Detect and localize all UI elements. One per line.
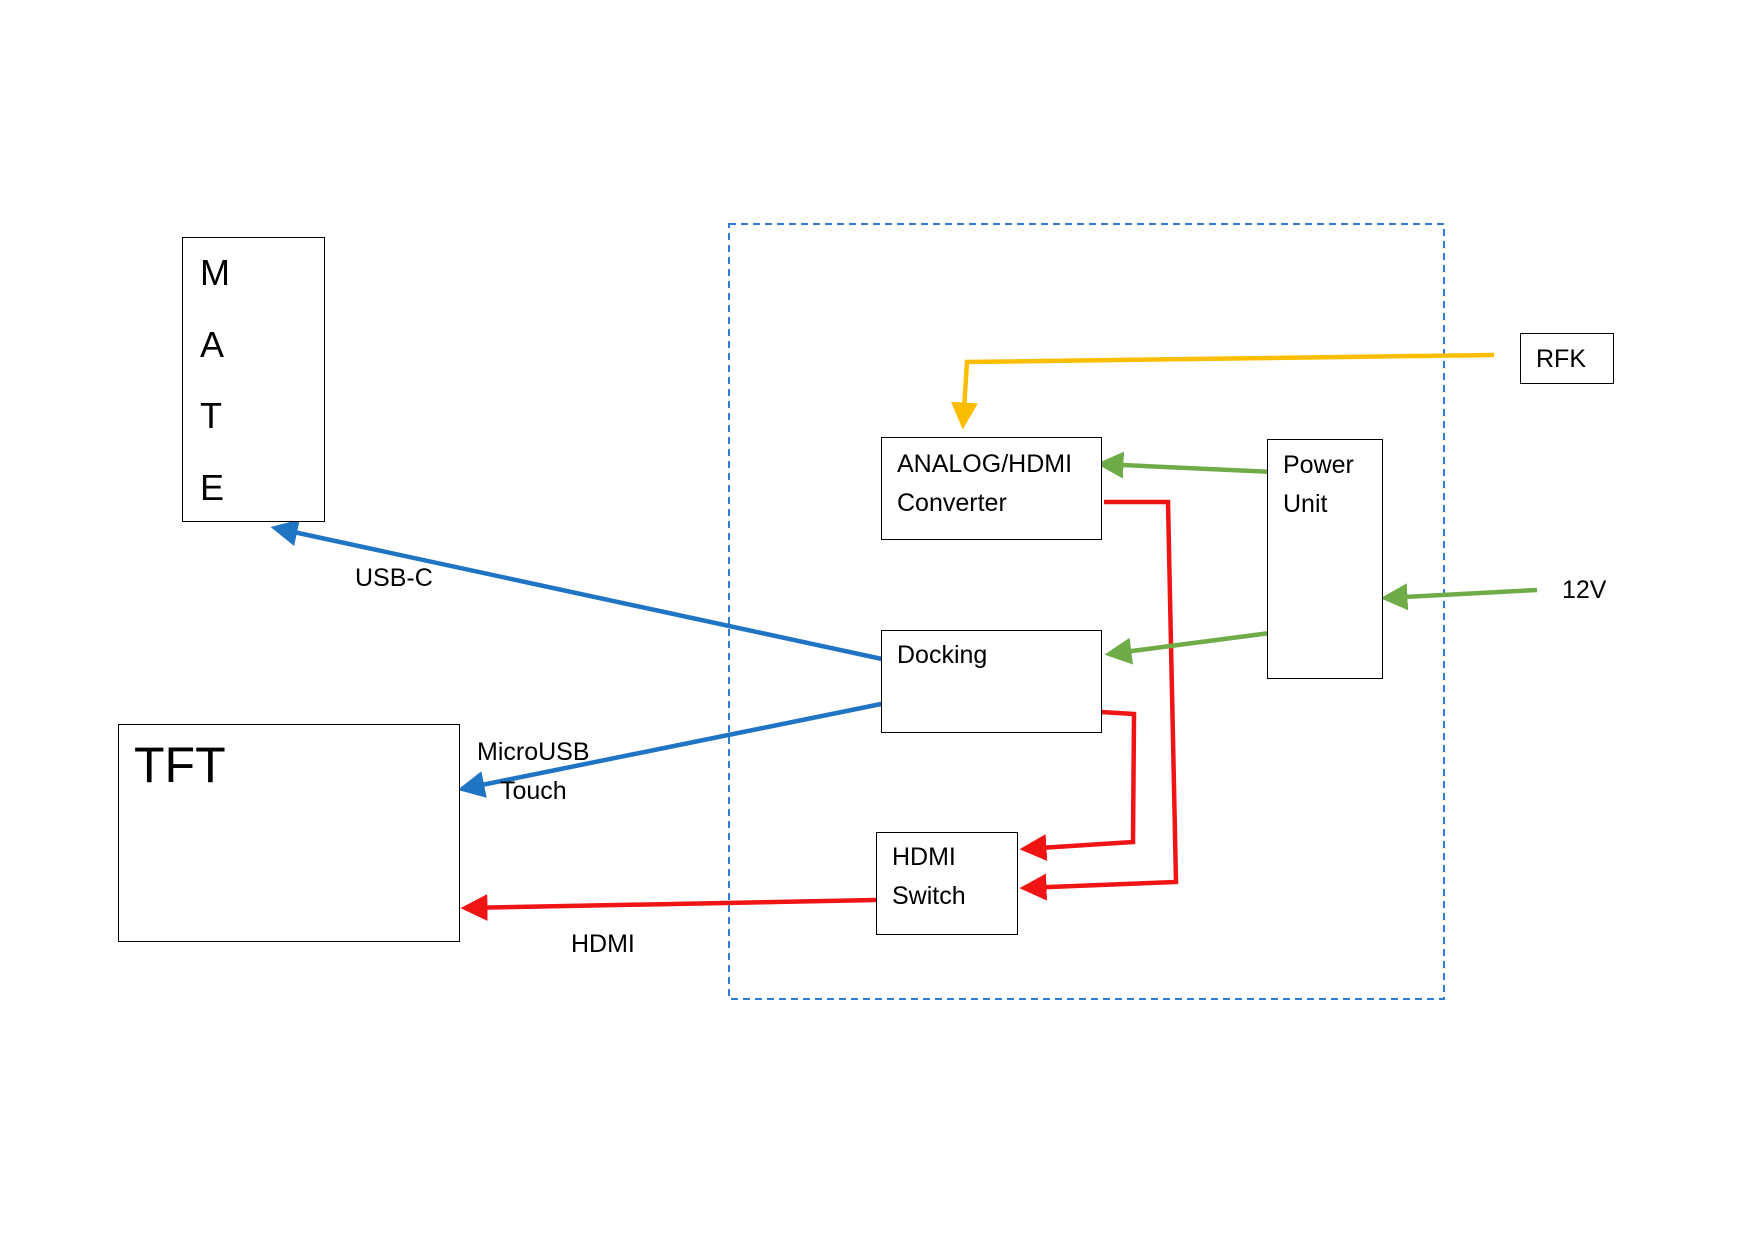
converter-label-line2: Converter: [897, 489, 1007, 517]
enclosure-boundary: [728, 223, 1445, 1000]
docking-station: Docking: [881, 630, 1102, 733]
power-to-docking-connection: [1104, 630, 1271, 665]
converter-label-line1: ANALOG/HDMI: [897, 450, 1073, 478]
micro-usb-touch-connection: [457, 700, 887, 798]
mate-letter-t: T: [200, 395, 222, 436]
power-to-converter-connection: [1096, 451, 1274, 479]
converter-to-hdmi-switch-connection: [1019, 499, 1179, 901]
usb-c-connection: [270, 519, 883, 662]
touch-label: Touch: [500, 777, 567, 805]
usb-c-label: USB-C: [355, 564, 433, 592]
rfk-device: RFK: [1520, 333, 1614, 384]
mate-letter-e: E: [200, 467, 225, 508]
docking-to-hdmi-switch-connection: [1019, 709, 1137, 862]
hdmi-switch: HDMI Switch: [876, 832, 1018, 935]
mate-device: M A T E: [182, 237, 325, 522]
docking-label: Docking: [897, 641, 988, 669]
tft-display: TFT: [118, 724, 460, 942]
power-unit-label-line1: Power: [1283, 451, 1354, 479]
hdmi-switch-to-tft-connection: [460, 894, 877, 922]
rfk-label: RFK: [1536, 345, 1586, 373]
12v-input-connection: [1380, 583, 1538, 611]
12v-label: 12V: [1562, 576, 1607, 604]
hdmi-switch-label-line1: HDMI: [892, 843, 956, 871]
analog-hdmi-converter: ANALOG/HDMI Converter: [881, 437, 1102, 540]
mate-letter-m: M: [200, 252, 230, 293]
hdmi-label: HDMI: [571, 930, 635, 958]
tft-label: TFT: [134, 737, 226, 793]
hdmi-switch-label-line2: Switch: [892, 882, 966, 910]
micro-usb-label: MicroUSB: [477, 738, 590, 766]
rfk-to-converter-connection: [950, 352, 1495, 430]
mate-letter-a: A: [200, 324, 225, 365]
power-unit-label-line2: Unit: [1283, 490, 1328, 518]
power-unit: Power Unit: [1267, 439, 1383, 679]
